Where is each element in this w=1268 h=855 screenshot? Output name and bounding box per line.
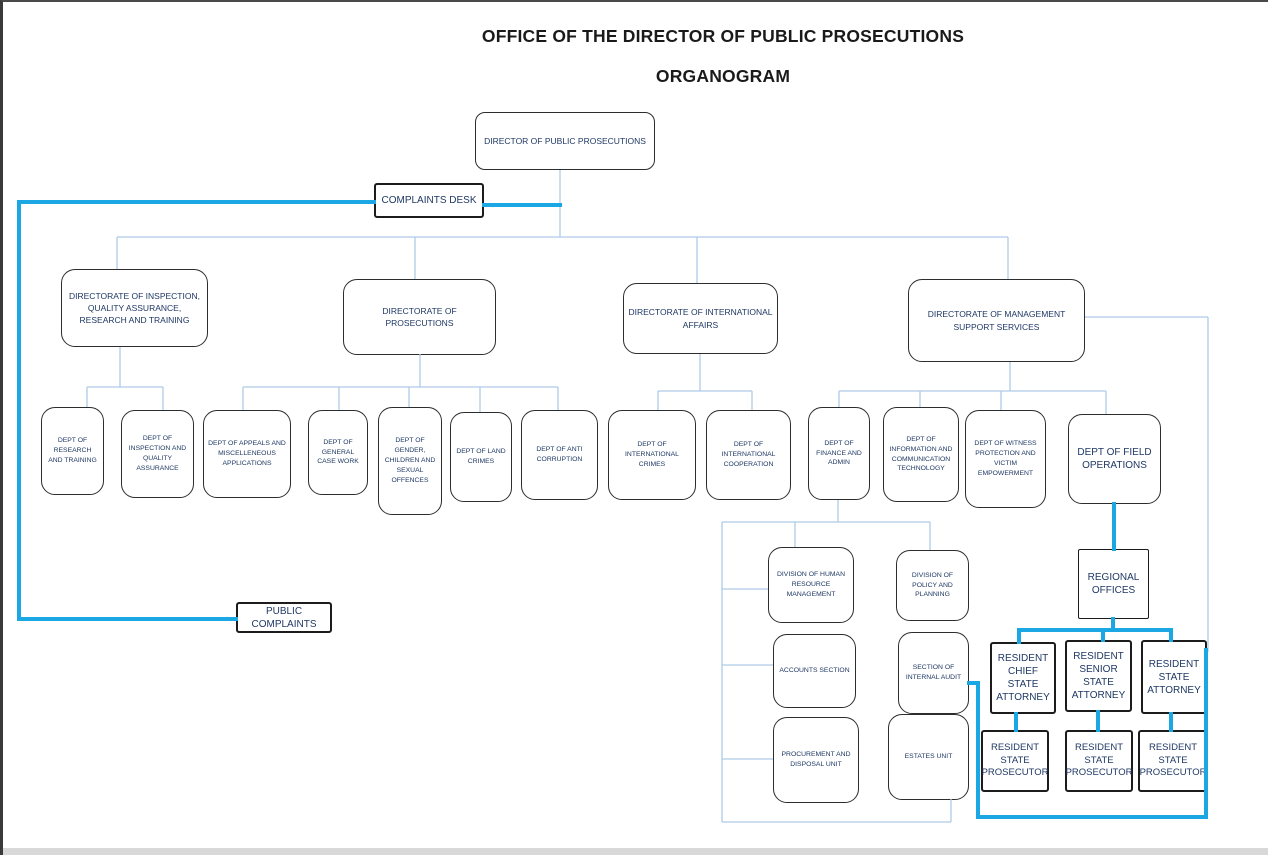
node-dept-finance-and-admin: DEPT OF FINANCE AND ADMIN [808,407,870,500]
node-resident-senior-state-attorney: RESIDENT SENIOR STATE ATTORNEY [1065,640,1132,712]
node-dept-information-communication-technology: DEPT OF INFORMATION AND COMMUNICATION TE… [883,407,959,502]
node-directorate-prosecutions: DIRECTORATE OF PROSECUTIONS [343,279,496,355]
node-division-human-resource-management: DIVISION OF HUMAN RESOURCE MANAGEMENT [768,547,854,623]
page-subtitle: ORGANOGRAM [655,66,791,86]
node-resident-state-prosecutor-1: RESIDENT STATE PROSECUTOR [981,730,1049,792]
node-dept-international-cooperation: DEPT OF INTERNATIONAL COOPERATION [706,410,791,500]
node-public-complaints: PUBLIC COMPLAINTS [236,602,332,633]
node-estates-unit: ESTATES UNIT [888,714,969,800]
node-dept-field-operations: DEPT OF FIELD OPERATIONS [1068,414,1161,504]
node-accounts-section: ACCOUNTS SECTION [773,634,856,708]
node-dept-land-crimes: DEPT OF LAND CRIMES [450,412,512,502]
node-resident-chief-state-attorney: RESIDENT CHIEF STATE ATTORNEY [990,642,1056,714]
node-division-policy-and-planning: DIVISION OF POLICY AND PLANNING [896,550,969,621]
node-directorate-international-affairs: DIRECTORATE OF INTERNATIONAL AFFAIRS [623,283,778,354]
node-dept-appeals-and-miscelleneous-applications: DEPT OF APPEALS AND MISCELLENEOUS APPLIC… [203,410,291,498]
node-resident-state-prosecutor-3: RESIDENT STATE PROSECUTOR [1138,730,1208,792]
node-regional-offices: REGIONAL OFFICES [1078,549,1149,619]
page-bottom-edge [3,848,1268,855]
node-dept-anti-corruption: DEPT OF ANTI CORRUPTION [521,410,598,500]
node-dept-witness-protection-victim-empowerment: DEPT OF WITNESS PROTECTION AND VICTIM EM… [965,410,1046,508]
node-dept-international-crimes: DEPT OF INTERNATIONAL CRIMES [608,410,696,500]
node-section-of-internal-audit: SECTION OF INTERNAL AUDIT [898,632,969,714]
node-dept-inspection-and-quality-assurance: DEPT OF INSPECTION AND QUALITY ASSURANCE [121,410,194,498]
node-resident-state-attorney: RESIDENT STATE ATTORNEY [1141,640,1207,714]
node-procurement-and-disposal-unit: PROCUREMENT AND DISPOSAL UNIT [773,717,859,803]
node-dept-research-and-training: DEPT OF RESEARCH AND TRAINING [41,407,104,495]
node-dept-general-case-work: DEPT OF GENERAL CASE WORK [308,410,368,495]
page-title: OFFICE OF THE DIRECTOR OF PUBLIC PROSECU… [481,26,965,46]
node-complaints-desk: COMPLAINTS DESK [374,183,484,218]
node-directorate-inspection-qa-research-training: DIRECTORATE OF INSPECTION, QUALITY ASSUR… [61,269,208,347]
node-dept-gender-children-sexual-offences: DEPT OF GENDER, CHILDREN AND SEXUAL OFFE… [378,407,442,515]
node-directorate-management-support-services: DIRECTORATE OF MANAGEMENT SUPPORT SERVIC… [908,279,1085,362]
node-director-of-public-prosecutions: DIRECTOR OF PUBLIC PROSECUTIONS [475,112,655,170]
node-resident-state-prosecutor-2: RESIDENT STATE PROSECUTOR [1065,730,1133,792]
